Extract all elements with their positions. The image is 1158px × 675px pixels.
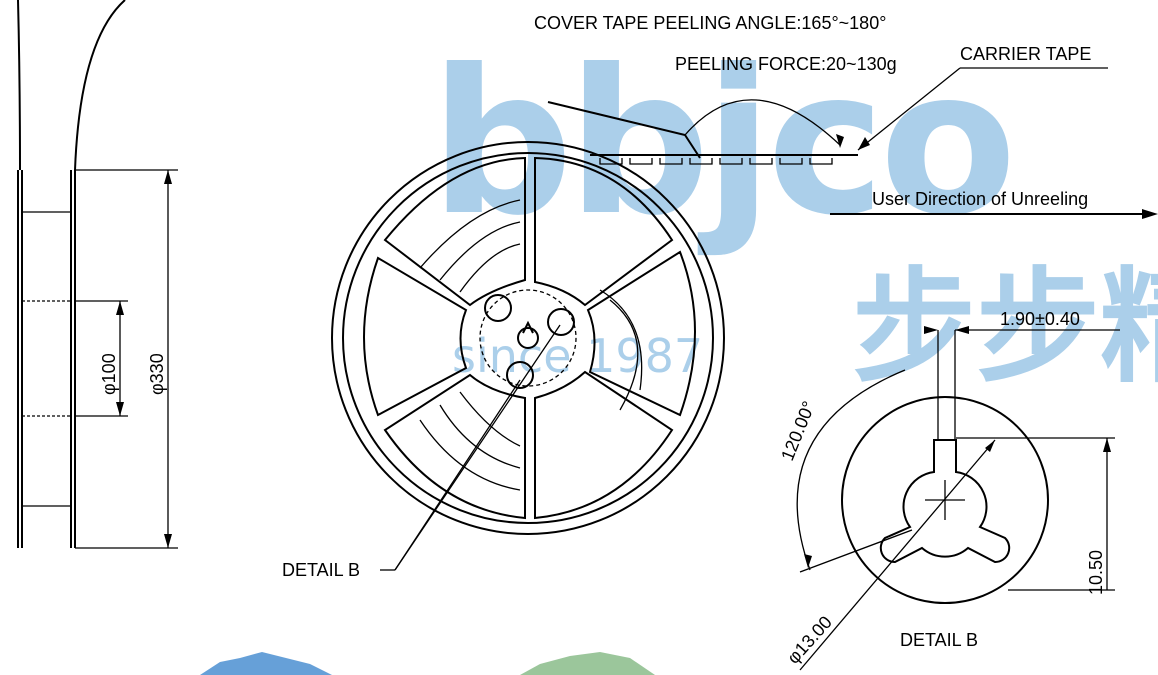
carrier-tape-label: CARRIER TAPE: [960, 44, 1091, 64]
detail-b-leader: [380, 324, 561, 571]
slot-width-label: 1.90±0.40: [1000, 309, 1080, 329]
tape-assembly: [547, 67, 1158, 219]
peeling-force-label: PEELING FORCE:20~130g: [675, 54, 897, 74]
hub-diameter-label: φ100: [99, 353, 119, 395]
watermark: bbjco since 1987 步步精: [430, 27, 1158, 400]
watermark-chinese: 步步精: [852, 256, 1158, 400]
reel-side-view: [17, 0, 178, 549]
detail-b-view: [796, 326, 1120, 671]
detail-b-title: DETAIL B: [900, 630, 978, 650]
reel-diameter-label: φ330: [147, 353, 167, 395]
watermark-since: since 1987: [452, 329, 703, 383]
key-depth-label: 10.50: [1086, 550, 1106, 595]
cover-tape-angle-label: COVER TAPE PEELING ANGLE:165°~180°: [534, 13, 886, 33]
angle-label: 120.00°: [777, 398, 819, 463]
reel-front-view: [331, 141, 725, 535]
unreeling-direction-label: User Direction of Unreeling: [872, 189, 1088, 209]
watermark-bottom: [200, 652, 655, 675]
watermark-logo: bbjco: [430, 27, 1011, 260]
detail-b-callout: DETAIL B: [282, 560, 360, 580]
